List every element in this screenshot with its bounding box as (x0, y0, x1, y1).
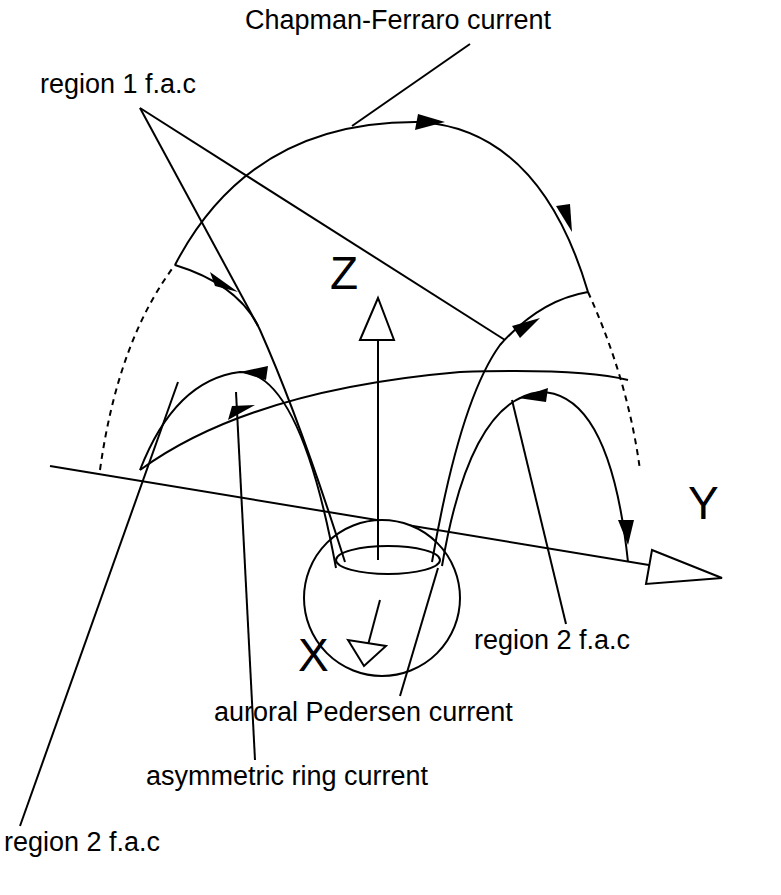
region1-left (175, 265, 345, 562)
arrowhead (228, 405, 255, 420)
arrowhead (240, 366, 268, 380)
arrowhead (556, 204, 572, 232)
leader-line (140, 108, 505, 340)
region2-left (140, 372, 336, 568)
axis-label: Z (330, 248, 358, 299)
z-axis-arrowhead (360, 298, 394, 340)
current-label: asymmetric ring current (146, 762, 428, 792)
y-axis-arrowhead (646, 550, 722, 584)
x-axis (368, 600, 380, 645)
current-label: region 2 f.a.c (4, 828, 160, 858)
leader-line (20, 382, 178, 826)
region1-right (432, 292, 588, 562)
current-label: auroral Pedersen current (214, 698, 513, 728)
leader-line (512, 400, 566, 624)
axis-label: Y (688, 478, 719, 529)
leader-line (400, 568, 438, 696)
leader-line (352, 44, 470, 126)
chapman-ferraro-arc (175, 122, 588, 292)
dome-dashed-right (588, 292, 640, 470)
current-label: Chapman-Ferraro current (245, 6, 551, 36)
arrowhead (210, 272, 238, 292)
arrowhead (415, 114, 445, 130)
current-label: region 1 f.a.c (40, 70, 196, 100)
asymmetric-ring-current (140, 371, 628, 470)
arrowhead (518, 388, 548, 402)
current-label: region 2 f.a.c (474, 626, 630, 656)
z-axis (377, 338, 379, 560)
arrowhead (618, 520, 634, 545)
arrowhead (512, 318, 540, 338)
x-axis-arrowhead (348, 640, 386, 666)
dome-dashed-left (100, 265, 175, 470)
polar-oval (336, 546, 440, 574)
axis-label: X (298, 630, 329, 681)
leader-line (140, 108, 258, 326)
region2-right (442, 392, 628, 566)
